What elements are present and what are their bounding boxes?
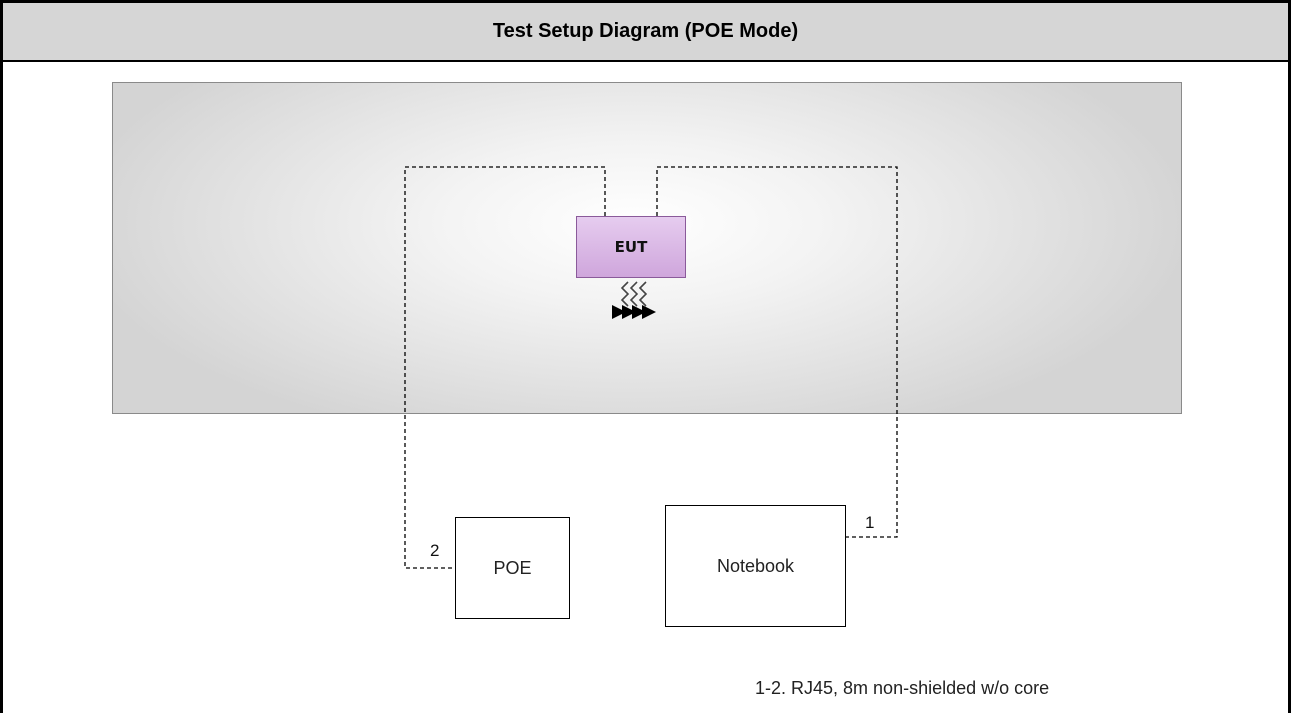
notebook-box: Notebook — [665, 505, 846, 627]
cable-2-label: 2 — [430, 541, 440, 560]
wireless-signal-icon — [612, 281, 656, 319]
cable-1-label: 1 — [865, 513, 875, 532]
cable-legend: 1-2. RJ45, 8m non-shielded w/o core — [755, 678, 1050, 698]
poe-box: POE — [455, 517, 570, 619]
page-title: Test Setup Diagram (POE Mode) — [3, 3, 1288, 62]
eut-device: EUT — [576, 216, 686, 278]
